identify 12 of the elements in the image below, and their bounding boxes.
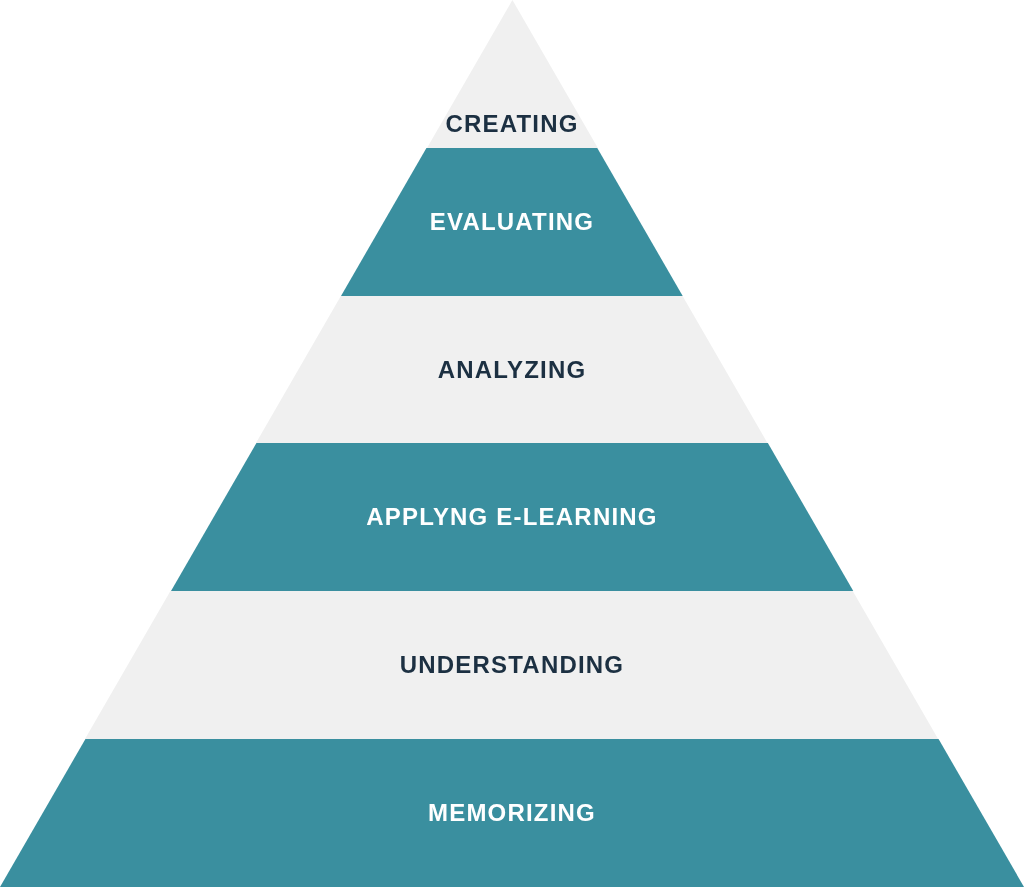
tier-label: CREATING	[445, 111, 579, 138]
tier-label: APPLYNG E-LEARNING	[366, 503, 658, 531]
pyramid-tier	[256, 296, 768, 443]
pyramid-tier	[0, 739, 1024, 887]
pyramid-tier	[341, 148, 683, 296]
tier-label: EVALUATING	[429, 208, 595, 236]
pyramid-tier	[426, 0, 598, 148]
pyramid-tier	[170, 443, 854, 591]
tier-label: ANALYZING	[437, 356, 587, 383]
tier-label: UNDERSTANDING	[399, 651, 625, 679]
tier-label: MEMORIZING	[428, 799, 596, 827]
pyramid-tier	[85, 591, 939, 739]
